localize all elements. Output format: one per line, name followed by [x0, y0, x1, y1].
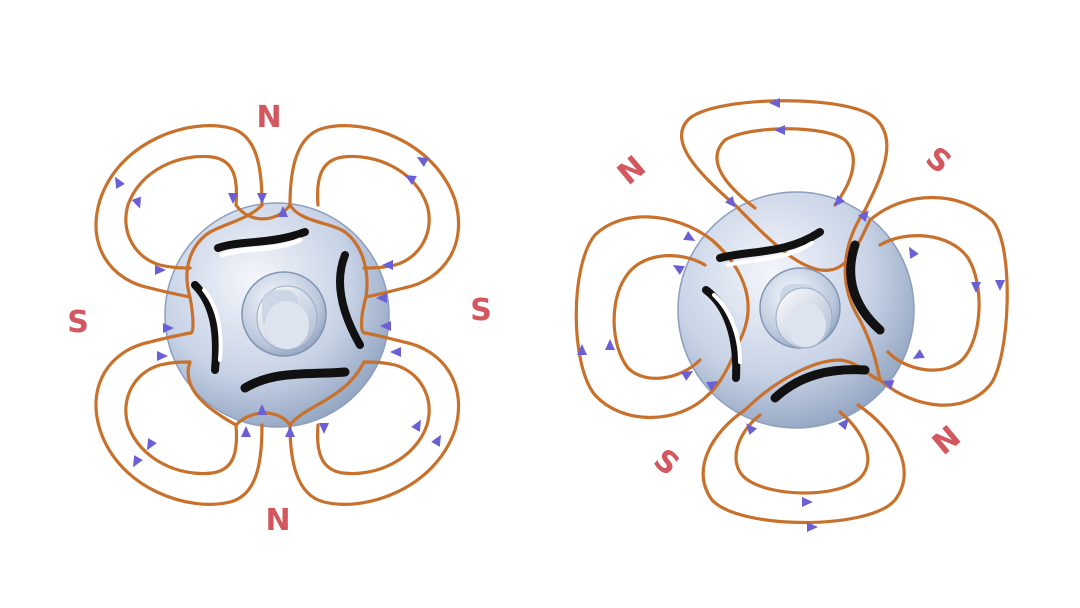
- right-slot-right: [846, 240, 885, 335]
- right-field-line: [743, 358, 882, 412]
- right-field-line: [574, 215, 714, 420]
- arrow-icon: [909, 246, 919, 259]
- arrow-icon: [131, 196, 141, 209]
- left-field-line: [234, 203, 369, 335]
- arrow-icon: [431, 434, 441, 447]
- arrow-icon: [257, 404, 267, 415]
- right-field-line: [701, 403, 906, 524]
- left-field-line: [94, 331, 264, 506]
- left-diagram: N S S N: [67, 100, 492, 538]
- left-slot-bottom: [240, 367, 350, 393]
- arrow-icon: [319, 423, 329, 434]
- right-shaft: [759, 267, 841, 349]
- arrow-icon: [416, 157, 429, 167]
- arrow-icon: [683, 231, 696, 241]
- right-diagram: N S S N: [574, 98, 1009, 532]
- arrow-icon: [115, 176, 125, 189]
- arrow-icon: [681, 371, 694, 381]
- arrow-icon: [285, 426, 295, 437]
- left-field-line: [124, 360, 239, 476]
- right-pole-bottom-right: N: [926, 419, 968, 462]
- left-arrows: [115, 157, 441, 468]
- arrow-icon: [807, 522, 818, 532]
- left-slot-left-highlight: [202, 288, 223, 362]
- arrow-icon: [257, 193, 267, 204]
- arrow-icon: [278, 206, 288, 217]
- arrow-icon: [163, 323, 174, 333]
- arrow-icon: [241, 426, 251, 437]
- arrow-icon: [837, 418, 849, 431]
- arrow-icon: [724, 195, 736, 208]
- arrow-icon: [802, 497, 813, 507]
- left-pole-bottom: N: [265, 503, 290, 538]
- left-slot-left: [191, 281, 220, 374]
- arrow-icon: [157, 351, 168, 361]
- arrow-icon: [155, 265, 166, 275]
- left-field-line: [315, 360, 431, 476]
- right-slot-bottom: [770, 365, 870, 403]
- right-arrows: [577, 98, 1005, 532]
- left-shaft: [241, 271, 327, 357]
- arrow-icon: [147, 438, 157, 451]
- right-field-lines: [574, 99, 1009, 524]
- right-slot-top-highlight: [726, 241, 814, 267]
- arrow-icon: [912, 349, 925, 359]
- arrow-icon: [672, 265, 685, 275]
- arrow-icon: [133, 455, 143, 468]
- left-field-lines: [94, 124, 461, 506]
- arrow-icon: [774, 125, 785, 135]
- left-pole-left: S: [67, 305, 89, 340]
- arrow-icon: [769, 98, 780, 108]
- left-field-line: [124, 154, 239, 270]
- right-pole-top-left: N: [611, 149, 653, 192]
- arrow-icon: [390, 347, 401, 357]
- right-pole-bottom-left: S: [647, 442, 686, 483]
- left-rotor-slots: [191, 228, 364, 393]
- arrow-icon: [882, 380, 895, 390]
- right-slot-top: [716, 228, 824, 262]
- left-slot-top: [214, 228, 309, 252]
- left-field-line: [94, 124, 264, 299]
- arrow-icon: [834, 194, 846, 207]
- arrow-icon: [380, 321, 391, 331]
- arrow-icon: [605, 339, 615, 350]
- arrow-icon: [382, 260, 393, 270]
- right-field-line: [734, 410, 870, 495]
- arrow-icon: [577, 344, 587, 355]
- left-slot-top-highlight: [219, 237, 303, 258]
- left-pole-right: S: [470, 293, 492, 328]
- right-field-line: [706, 238, 750, 397]
- right-slot-left-highlight: [712, 293, 742, 364]
- arrow-icon: [995, 280, 1005, 291]
- arrow-icon: [746, 423, 758, 436]
- arrow-icon: [228, 193, 238, 204]
- arrow-icon: [706, 381, 719, 391]
- left-field-line: [288, 331, 461, 506]
- right-pole-top-right: S: [919, 140, 958, 181]
- left-field-line: [186, 360, 366, 427]
- arrow-icon: [411, 419, 421, 432]
- left-field-line: [185, 203, 264, 335]
- right-field-line: [843, 208, 882, 382]
- arrow-icon: [376, 293, 387, 303]
- right-rotor-slots: [702, 228, 885, 403]
- right-field-line: [878, 234, 981, 372]
- right-field-line: [612, 254, 707, 380]
- left-field-line: [288, 124, 461, 299]
- right-field-line: [733, 203, 872, 272]
- left-slot-right: [336, 251, 364, 349]
- right-field-line: [868, 196, 1009, 407]
- left-pole-top: N: [256, 100, 281, 135]
- arrow-icon: [404, 175, 417, 185]
- arrow-icon: [971, 282, 981, 293]
- arrow-icon: [857, 210, 869, 223]
